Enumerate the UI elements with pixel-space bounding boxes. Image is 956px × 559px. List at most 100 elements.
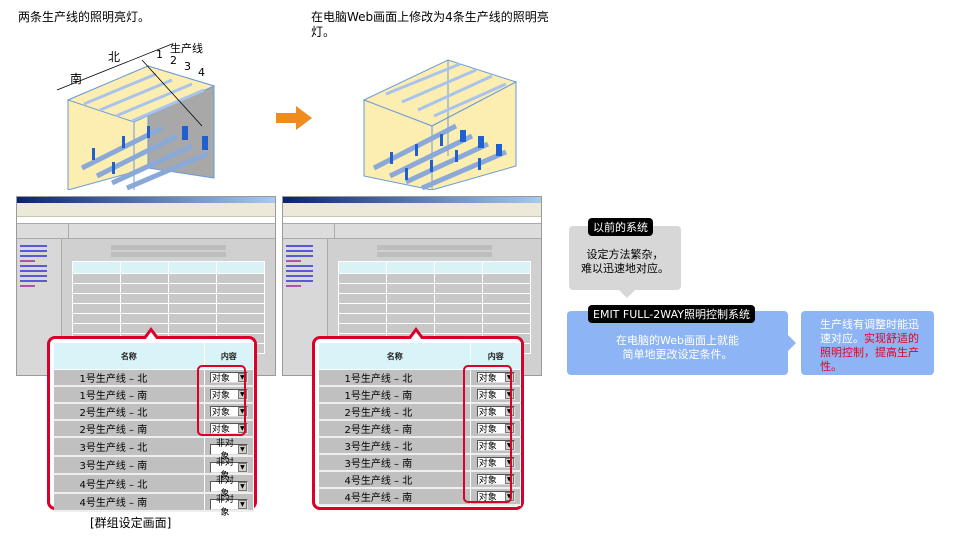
line-name: 3号生产线 – 北 <box>318 437 472 455</box>
line-name: 2号生产线 – 北 <box>318 403 472 421</box>
dropdown-arrow-icon[interactable]: ▼ <box>504 389 514 399</box>
old-system-tag: 以前的系统 <box>588 218 653 236</box>
content-cell: 对象 ▼ <box>470 437 521 455</box>
table-row: 2号生产线 – 北对象 ▼ <box>318 403 521 421</box>
table-row: 4号生产线 – 南非对象▼ <box>53 492 255 518</box>
dropdown-arrow-icon[interactable]: ▼ <box>504 457 514 467</box>
content-cell: 对象 ▼ <box>470 454 521 472</box>
group-settings-callout-after: 名称 内容 1号生产线 – 北对象▼1号生产线 – 南对象▼2号生产线 – 北对… <box>312 327 524 510</box>
target-select[interactable]: 对象 ▼ <box>476 405 515 418</box>
select-value: 对象 <box>478 458 497 469</box>
page-header <box>17 224 275 239</box>
result-box <box>801 311 934 375</box>
content-cell: 对象 ▼ <box>204 369 255 387</box>
dropdown-arrow-icon[interactable]: ▼ <box>238 463 247 472</box>
content-cell: 非对象▼ <box>204 474 255 499</box>
target-select[interactable]: 对象 ▼ <box>476 439 515 452</box>
dropdown-arrow-icon[interactable]: ▼ <box>237 372 247 382</box>
select-value: 对象 <box>478 407 497 418</box>
old-system-text: 设定方法繁杂， 难以迅速地对应。 <box>569 248 681 276</box>
line-name: 2号生产线 – 南 <box>318 420 472 438</box>
target-select[interactable]: 对象 ▼ <box>476 388 515 401</box>
table-row: 2号生产线 – 南对象▼ <box>53 420 255 438</box>
table-row: 1号生产线 – 南对象 ▼ <box>53 386 255 404</box>
label-line-2: 2 <box>170 54 177 67</box>
line-name: 2号生产线 – 南 <box>53 420 205 438</box>
select-value: 对象 <box>478 475 497 486</box>
target-select[interactable]: 对象 ▼ <box>209 388 248 401</box>
table-row: 4号生产线 – 北对象 ▼ <box>318 471 521 489</box>
new-system-text: 在电脑的Web画面上就能 简单地更改设定条件。 <box>567 334 788 362</box>
table-row: 1号生产线 – 北对象▼ <box>318 369 521 387</box>
select-value: 对象 <box>211 390 230 401</box>
dropdown-arrow-icon[interactable]: ▼ <box>504 474 514 484</box>
address-bar <box>283 217 541 224</box>
group-table-after: 名称 内容 1号生产线 – 北对象▼1号生产线 – 南对象▼2号生产线 – 北对… <box>317 342 521 506</box>
target-select[interactable]: 非对象▼ <box>209 439 248 462</box>
line-name: 4号生产线 – 北 <box>53 474 205 494</box>
target-select[interactable]: 对象▼ <box>476 371 515 384</box>
line-name: 2号生产线 – 北 <box>53 403 205 421</box>
line-name: 3号生产线 – 北 <box>53 437 205 457</box>
dropdown-arrow-icon[interactable]: ▼ <box>504 406 514 416</box>
table-row: 3号生产线 – 北对象 ▼ <box>318 437 521 455</box>
dropdown-arrow-icon[interactable]: ▼ <box>237 406 247 416</box>
line-name: 1号生产线 – 北 <box>318 369 472 387</box>
select-value: 对象 <box>478 441 497 452</box>
content-cell: 对象▼ <box>470 369 521 387</box>
browser-toolbar <box>17 209 275 217</box>
select-value: 对象 <box>478 390 497 401</box>
target-select[interactable]: 对象 ▼ <box>209 371 248 384</box>
result-red-text: 实现舒适的照明控制，提高生产性。 <box>820 332 919 373</box>
target-select[interactable]: 非对象▼ <box>209 495 248 518</box>
line-name: 3号生产线 – 南 <box>53 455 205 475</box>
old-system-line1: 设定方法繁杂， <box>586 248 664 261</box>
table-row: 1号生产线 – 北对象▼ <box>53 369 255 387</box>
header-content: 内容 <box>203 342 255 370</box>
label-south: 南 <box>70 72 83 86</box>
dropdown-arrow-icon[interactable]: ▼ <box>238 500 247 509</box>
table-row: 3号生产线 – 北非对象▼ <box>53 437 255 462</box>
old-system-box <box>569 226 681 298</box>
select-value: 对象 <box>211 373 230 384</box>
target-select[interactable]: 非对象▼ <box>209 458 248 481</box>
content-cell: 非对象▼ <box>204 437 255 462</box>
dropdown-arrow-icon[interactable]: ▼ <box>504 440 514 450</box>
target-select[interactable]: 非对象▼ <box>209 476 248 499</box>
menu-bar <box>283 203 541 209</box>
line-name: 1号生产线 – 南 <box>53 386 205 404</box>
select-value: 对象 <box>211 407 230 418</box>
dropdown-arrow-icon[interactable]: ▼ <box>238 481 247 491</box>
dropdown-arrow-icon[interactable]: ▼ <box>238 444 247 454</box>
dropdown-arrow-icon[interactable]: ▼ <box>504 423 514 433</box>
page-header <box>283 224 541 239</box>
right-arrow-icon <box>276 106 312 130</box>
browser-toolbar <box>283 209 541 217</box>
content-cell: 非对象▼ <box>204 492 255 518</box>
window-titlebar <box>283 197 541 203</box>
result-white-text: 生产线有调整时能迅速对应。 <box>820 318 919 345</box>
content-cell: 对象 ▼ <box>470 386 521 404</box>
table-row: 3号生产线 – 南对象 ▼ <box>318 454 521 472</box>
select-value: 对象 <box>478 492 497 503</box>
old-system-line2: 难以迅速地对应。 <box>581 262 669 275</box>
line-name: 4号生产线 – 南 <box>53 492 205 512</box>
target-select[interactable]: 对象 ▼ <box>476 473 515 486</box>
content-cell: 对象 ▼ <box>470 403 521 421</box>
label-line-3: 3 <box>184 60 191 73</box>
menu-bar <box>17 203 275 209</box>
target-select[interactable]: 对象 ▼ <box>476 456 515 469</box>
label-line-1: 1 <box>156 48 163 61</box>
highlight-selected-lines <box>463 365 512 503</box>
line-name: 3号生产线 – 南 <box>318 454 472 472</box>
header-name: 名称 <box>317 342 472 370</box>
new-system-line1: 在电脑的Web画面上就能 <box>616 334 739 347</box>
target-select[interactable]: 对象 ▼ <box>209 405 248 418</box>
line-name: 4号生产线 – 北 <box>318 471 472 489</box>
content-cell: 对象 ▼ <box>204 403 255 421</box>
dropdown-arrow-icon[interactable]: ▼ <box>504 372 514 382</box>
select-value: 对象 <box>478 424 497 435</box>
target-select[interactable]: 对象 ▼ <box>476 422 515 435</box>
address-bar <box>17 217 275 224</box>
dropdown-arrow-icon[interactable]: ▼ <box>237 389 247 399</box>
